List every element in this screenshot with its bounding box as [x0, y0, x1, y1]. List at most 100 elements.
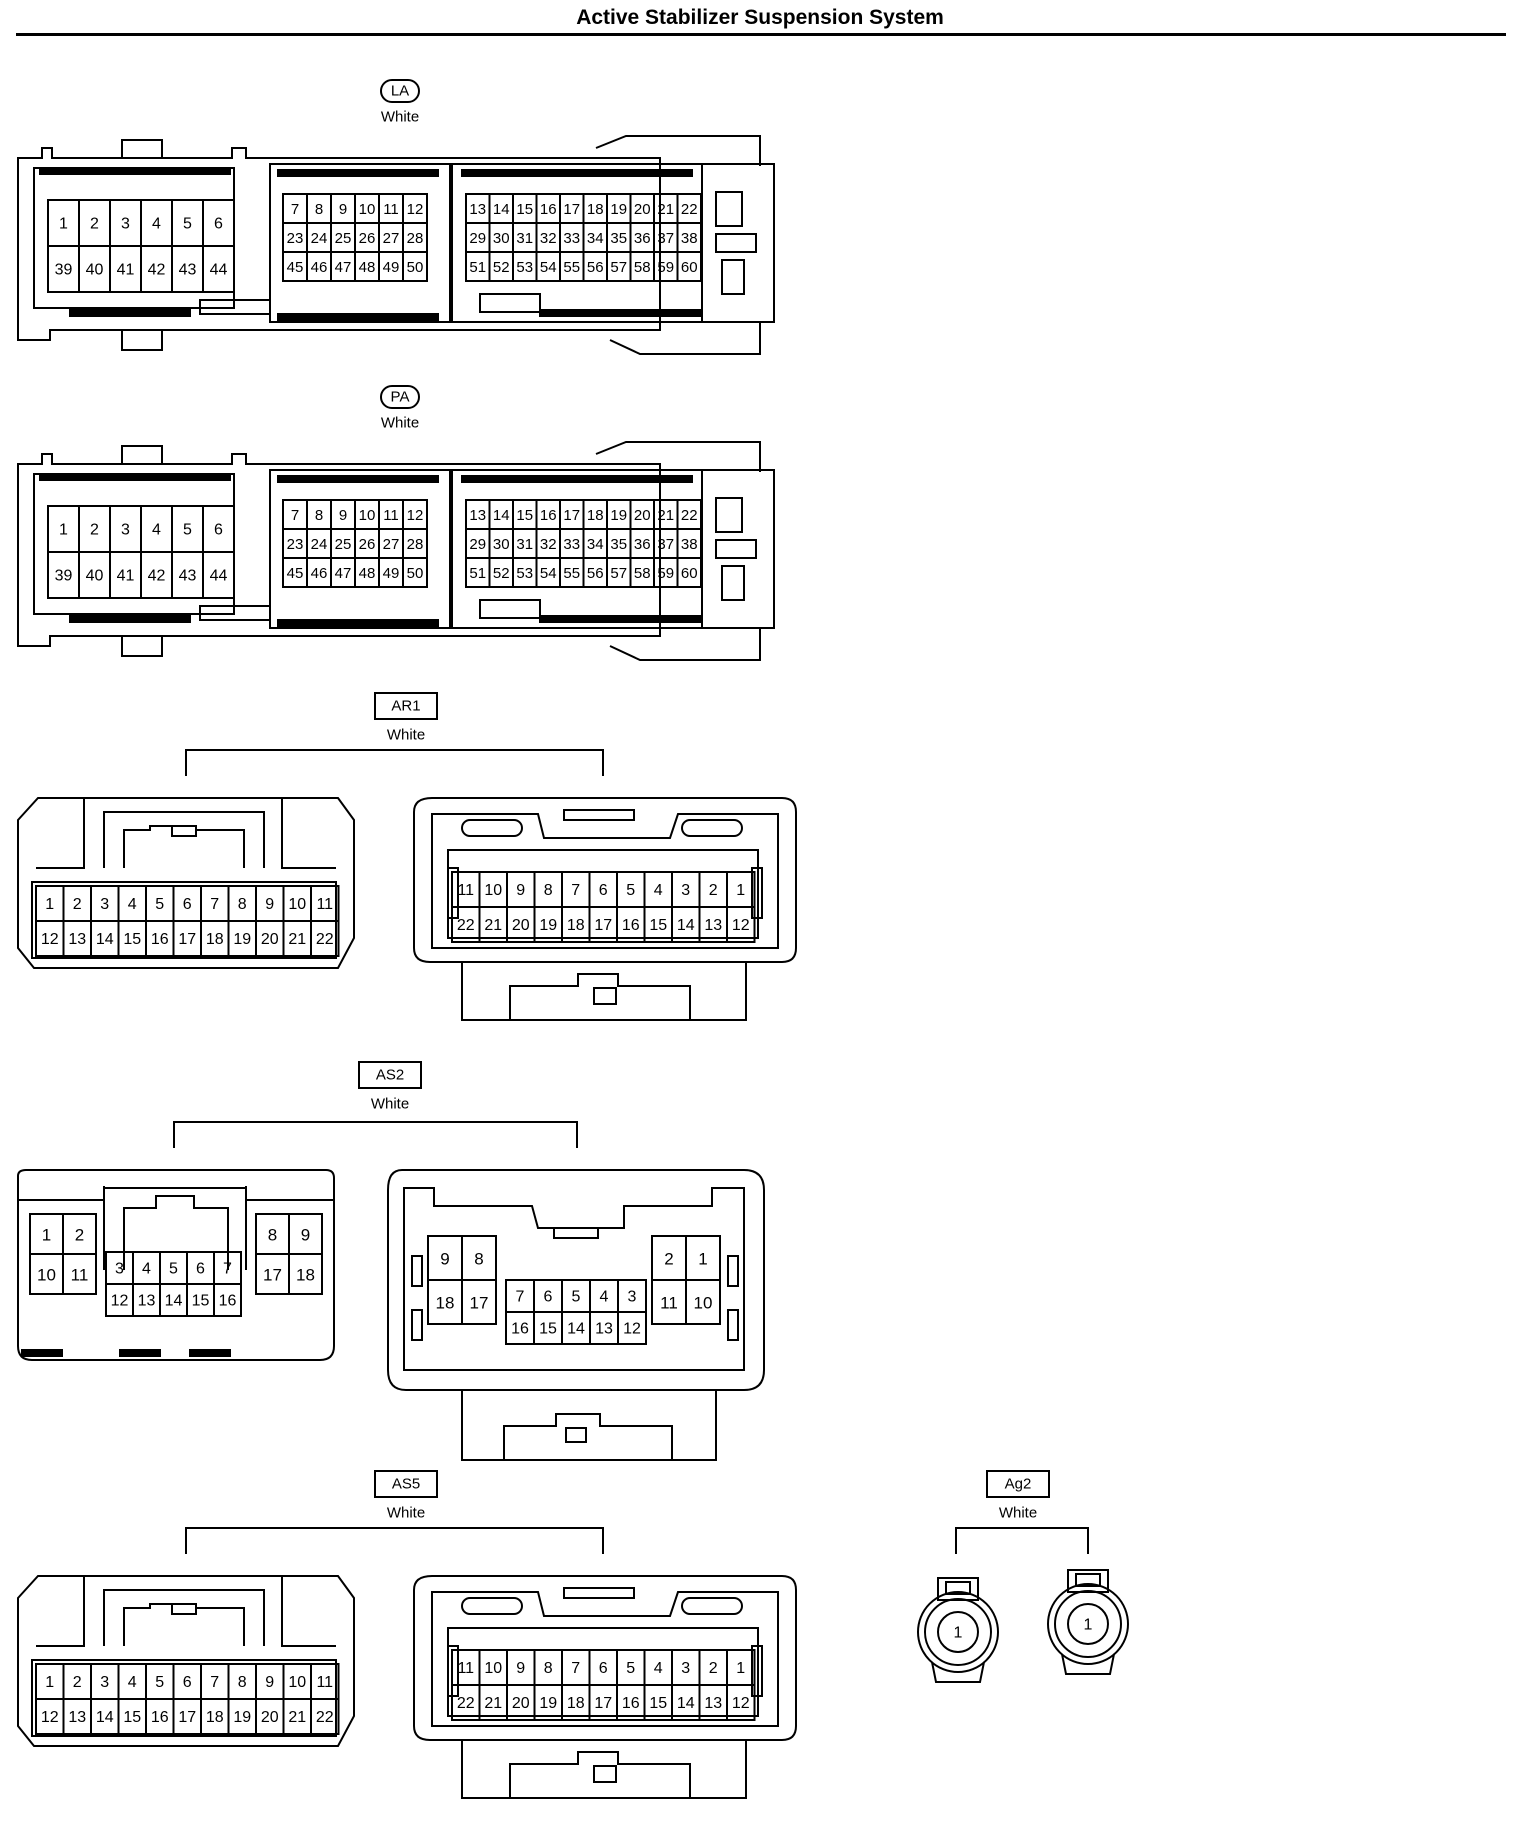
pin-19: 19	[233, 931, 251, 948]
pin-1: 1	[736, 882, 745, 899]
pin-13: 13	[138, 1293, 156, 1310]
pin-6: 6	[214, 522, 223, 539]
pin-46: 46	[311, 565, 328, 582]
pin-12: 12	[407, 201, 424, 218]
pin-38: 38	[681, 230, 698, 247]
pin-12: 12	[111, 1293, 129, 1310]
pin-11: 11	[457, 882, 474, 899]
pin-16: 16	[540, 201, 557, 218]
pin-18: 18	[587, 507, 604, 524]
connector-code: LA	[391, 83, 409, 100]
pin-13: 13	[469, 201, 486, 218]
pin-1: 1	[45, 896, 54, 913]
pin-9: 9	[516, 882, 525, 899]
pin-11: 11	[71, 1266, 89, 1285]
pin-47: 47	[335, 565, 352, 582]
pin-54: 54	[540, 565, 557, 582]
pin-21: 21	[484, 1695, 502, 1712]
pin-25: 25	[335, 230, 352, 247]
pin-20: 20	[261, 1709, 279, 1726]
pin-42: 42	[148, 262, 166, 279]
pin-35: 35	[610, 230, 627, 247]
pin-2: 2	[75, 1226, 84, 1245]
pin-22: 22	[316, 931, 334, 948]
pin-5: 5	[183, 216, 192, 233]
pin-16: 16	[151, 931, 169, 948]
pin-13: 13	[595, 1321, 613, 1338]
pin-9: 9	[265, 896, 274, 913]
pin-50: 50	[407, 565, 424, 582]
pin-6: 6	[544, 1289, 553, 1306]
pin-9: 9	[516, 1660, 525, 1677]
pin-11: 11	[383, 201, 399, 218]
pin-34: 34	[587, 536, 604, 553]
pin-5: 5	[155, 896, 164, 913]
pin-17: 17	[563, 201, 580, 218]
pin-39: 39	[55, 262, 73, 279]
pin-37: 37	[657, 536, 674, 553]
pin-39: 39	[55, 568, 73, 585]
connector-code: AS2	[376, 1067, 404, 1084]
pin-4: 4	[654, 1660, 663, 1677]
pin-4: 4	[128, 1674, 137, 1691]
pin-59: 59	[657, 259, 674, 276]
pin-58: 58	[634, 565, 651, 582]
pin-9: 9	[339, 201, 347, 218]
pin-45: 45	[287, 259, 304, 276]
pin-60: 60	[681, 565, 698, 582]
pin-41: 41	[117, 568, 135, 585]
pin-17: 17	[563, 507, 580, 524]
pin-14: 14	[567, 1321, 585, 1338]
pin-15: 15	[192, 1293, 210, 1310]
pin-9: 9	[301, 1226, 310, 1245]
pin-1: 1	[698, 1250, 707, 1269]
pin-29: 29	[469, 230, 486, 247]
pin-43: 43	[179, 262, 197, 279]
pin-10: 10	[288, 1674, 306, 1691]
pin-5: 5	[183, 522, 192, 539]
pin-13: 13	[68, 1709, 86, 1726]
pin-2: 2	[73, 896, 82, 913]
pin-57: 57	[610, 565, 627, 582]
pin-32: 32	[540, 536, 557, 553]
pin-12: 12	[732, 1695, 750, 1712]
connector-color: White	[999, 1505, 1037, 1522]
pin-57: 57	[610, 259, 627, 276]
connector-color: White	[381, 415, 419, 432]
pin-15: 15	[649, 917, 667, 934]
pin-6: 6	[214, 216, 223, 233]
pin-6: 6	[599, 1660, 608, 1677]
pin-21: 21	[288, 1709, 306, 1726]
pin-4: 4	[600, 1289, 609, 1306]
pin-28: 28	[407, 230, 424, 247]
pin-43: 43	[179, 568, 197, 585]
pin-11: 11	[383, 507, 399, 524]
pin-1: 1	[45, 1674, 54, 1691]
pin-3: 3	[628, 1289, 637, 1306]
pin-17: 17	[594, 917, 612, 934]
connector-color: White	[371, 1096, 409, 1113]
pin-30: 30	[493, 536, 510, 553]
pin-3: 3	[681, 1660, 690, 1677]
pin-16: 16	[511, 1321, 529, 1338]
pin-27: 27	[383, 230, 400, 247]
pin-21: 21	[484, 917, 502, 934]
connector-color: White	[387, 727, 425, 744]
pin-8: 8	[544, 1660, 553, 1677]
pin-22: 22	[681, 201, 698, 218]
pin-52: 52	[493, 259, 510, 276]
pin-30: 30	[493, 230, 510, 247]
connector-color: White	[387, 1505, 425, 1522]
pin-18: 18	[296, 1266, 315, 1285]
pin-15: 15	[516, 201, 533, 218]
pin-1: 1	[42, 1226, 51, 1245]
pin-8: 8	[238, 1674, 247, 1691]
pin-10: 10	[37, 1266, 56, 1285]
pin-27: 27	[383, 536, 400, 553]
pin-10: 10	[288, 896, 306, 913]
pin-12: 12	[732, 917, 750, 934]
